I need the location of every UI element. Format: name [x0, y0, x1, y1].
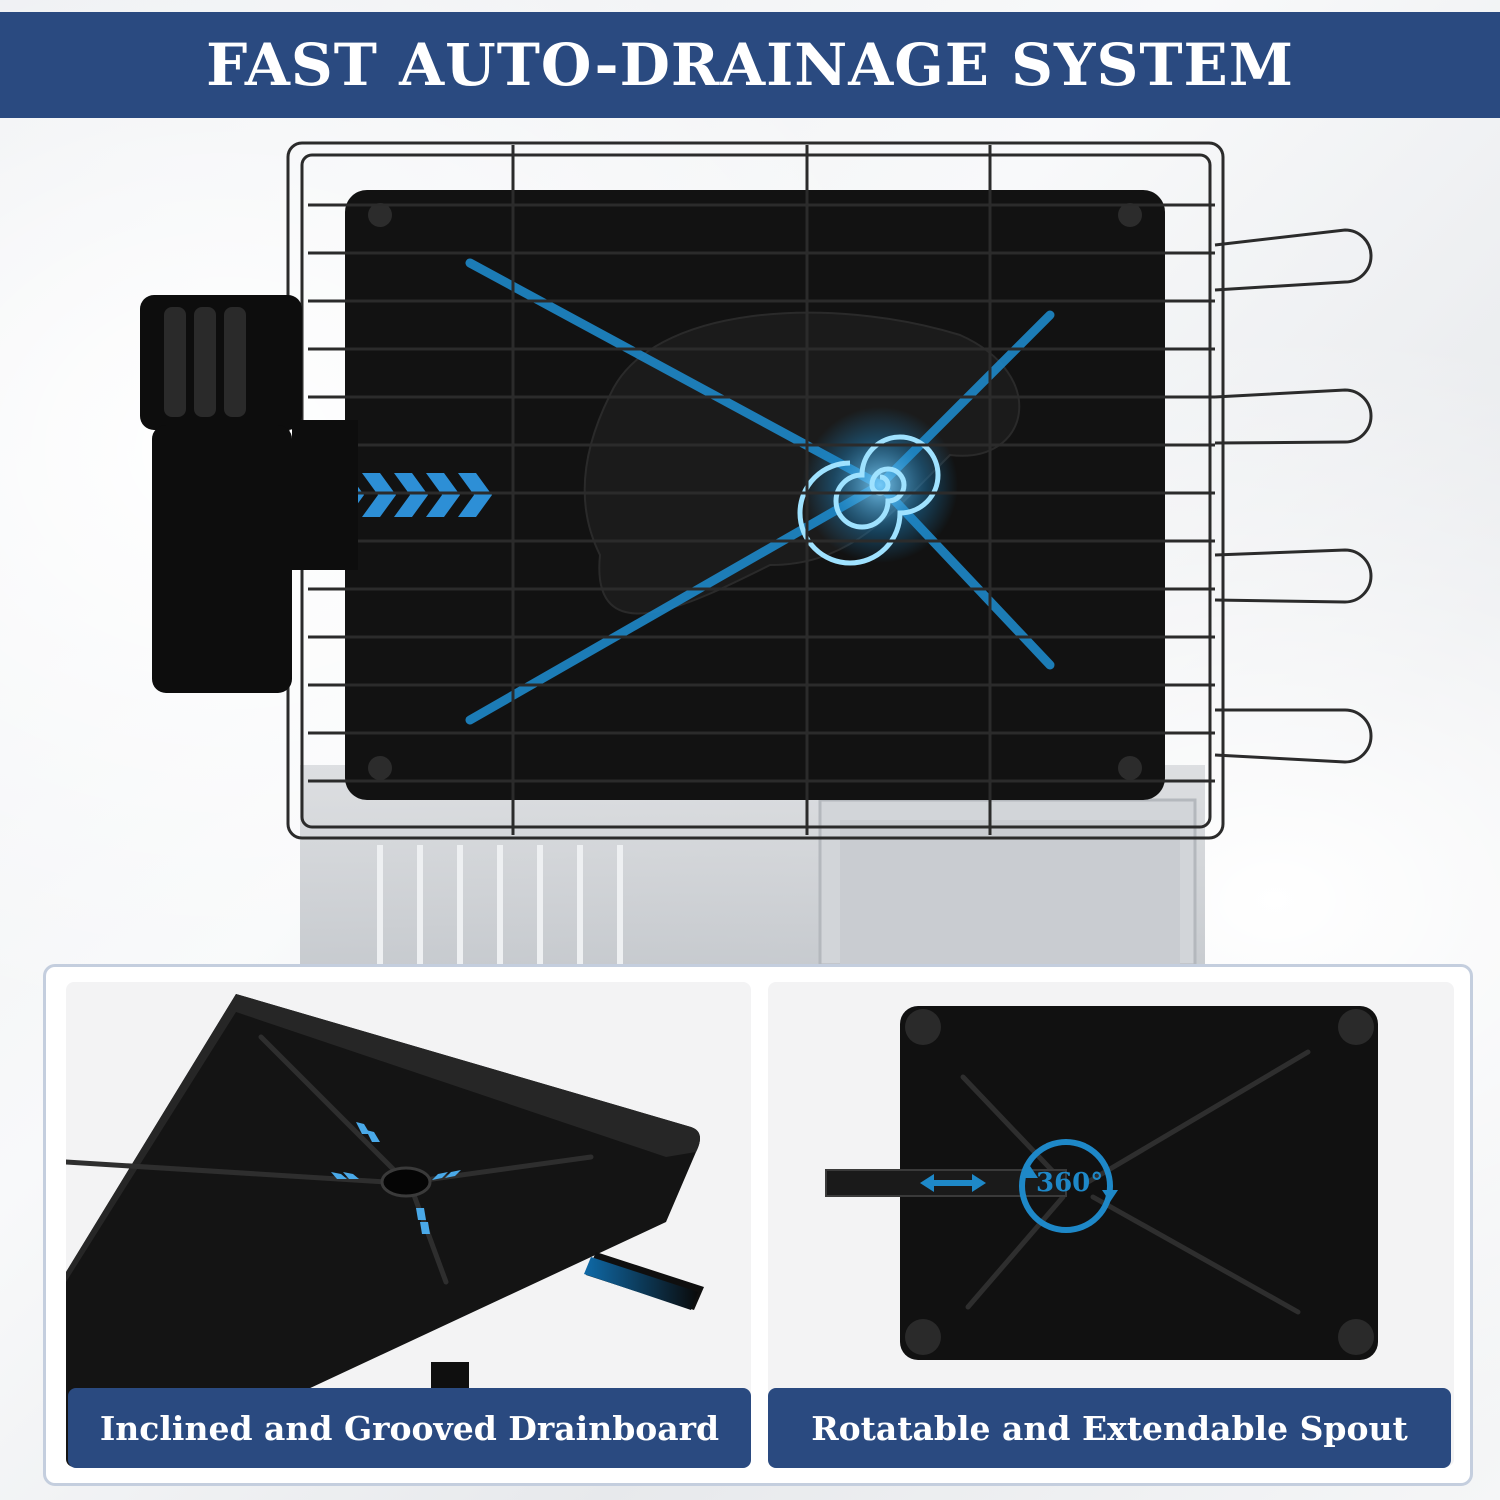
drain-hole: [380, 1166, 432, 1198]
dish-rack-illustration: [140, 141, 1373, 965]
caption-spout: Rotatable and Extendable Spout: [768, 1388, 1451, 1468]
rotatable-spout-illustration: [825, 1006, 1378, 1360]
drain-spout: [584, 1257, 698, 1310]
utensil-holder: [140, 295, 358, 693]
caption-drainboard: Inclined and Grooved Drainboard: [68, 1388, 751, 1468]
rotation-label: 360°: [1036, 1168, 1104, 1198]
feature-panel-spout: [768, 982, 1454, 1467]
page-title: FAST AUTO-DRAINAGE SYSTEM: [206, 31, 1294, 99]
double-arrow-icon: [920, 1174, 986, 1192]
rotate-360-icon: [1019, 1139, 1113, 1233]
feature-panel-drainboard: [66, 982, 751, 1467]
rack-hooks: [1214, 228, 1373, 764]
chevron-arrows-icon: [331, 1122, 461, 1234]
header-banner: FAST AUTO-DRAINAGE SYSTEM: [0, 12, 1500, 118]
drainboard-top-view: [900, 1006, 1378, 1360]
board-feet: [368, 203, 1142, 780]
